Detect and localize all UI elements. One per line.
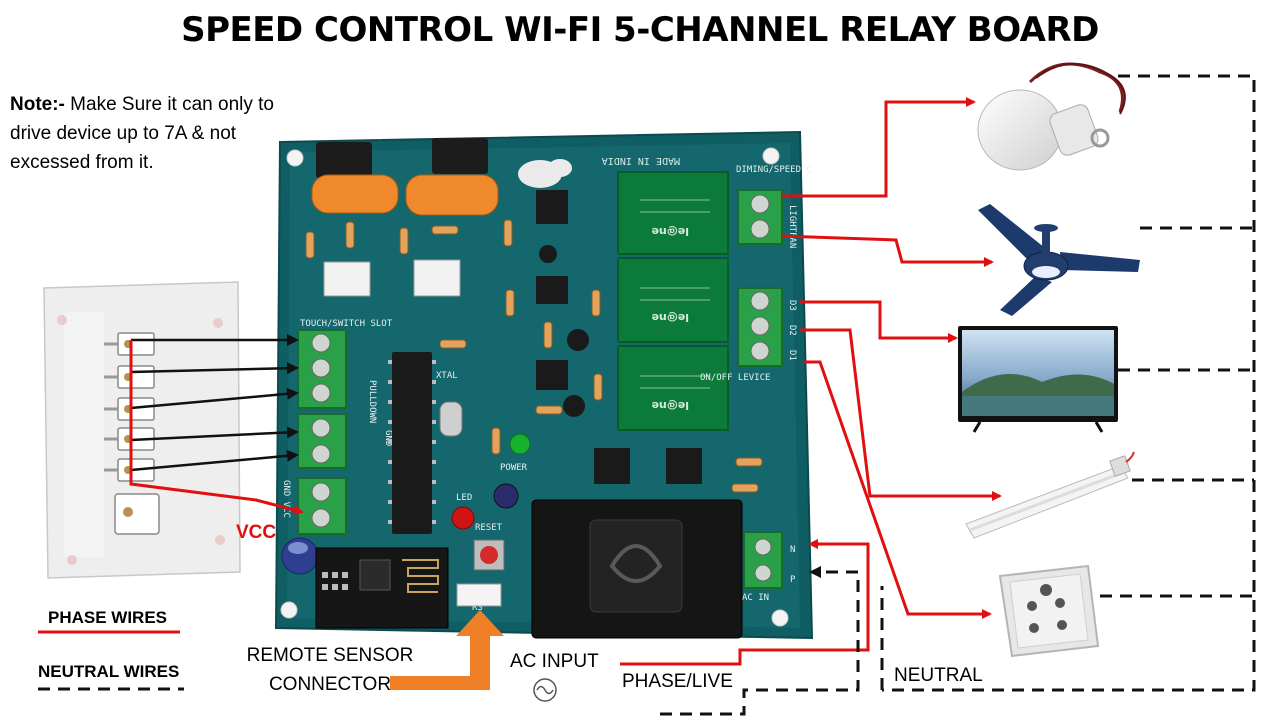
status-led	[451, 506, 475, 530]
switch-wires	[130, 334, 299, 472]
xtal-label: XTAL	[436, 371, 458, 381]
neutral-wires	[660, 74, 1256, 716]
note-text: Note:- Make Sure it can only to drive de…	[10, 90, 285, 177]
wifi-module	[315, 547, 449, 629]
relay-brand-1: le@ne	[651, 225, 689, 238]
remote-sensor-arrow	[390, 610, 504, 690]
input-terminals	[297, 329, 347, 535]
d3-label: D3	[787, 300, 797, 311]
fan-label: FAN	[787, 232, 797, 248]
d2-label: D2	[787, 325, 797, 336]
output-terminals	[737, 189, 783, 367]
legend	[38, 630, 184, 691]
ac-input-label: AC INPUT	[510, 651, 599, 672]
power-label: POWER	[500, 463, 528, 473]
led-label: LED	[456, 493, 472, 503]
ceiling-fan-icon	[978, 204, 1140, 316]
microcontroller-chip	[392, 352, 432, 534]
reset-label: RESET	[475, 523, 503, 533]
note-body: Make Sure it can only to drive device up…	[10, 94, 274, 173]
light-label: LIGHT	[787, 205, 797, 233]
note-prefix: Note:-	[10, 94, 65, 115]
touch-slot-label: TOUCH/SWITCH SLOT	[300, 319, 393, 329]
transformer	[531, 499, 743, 639]
switch-plate	[43, 281, 241, 579]
remote-sensor-connector	[456, 583, 502, 607]
reset-button	[480, 546, 498, 564]
power-socket-icon	[998, 564, 1100, 658]
vcc-wire	[129, 340, 304, 515]
d1-label: D1	[787, 350, 797, 361]
television-icon	[958, 326, 1118, 433]
power-led	[509, 433, 531, 455]
page-title: SPEED CONTROL WI-FI 5-CHANNEL RELAY BOAR…	[181, 10, 1099, 50]
p-label: P	[790, 575, 796, 585]
output-header-label: DIMING/SPEED C	[736, 165, 812, 175]
vcc-label: VCC	[236, 522, 277, 543]
relay-brand-2: le@ne	[651, 311, 689, 324]
ac-in-label: AC IN	[742, 593, 769, 603]
relay-board: MADE IN INDIA le@ne le@ne le@ne	[274, 130, 814, 640]
onoff-label: ON/OFF LEVICE	[700, 373, 770, 383]
relay-modules: le@ne le@ne le@ne	[617, 171, 729, 431]
ac-symbol-icon	[533, 678, 557, 702]
tube-light-icon	[965, 451, 1135, 539]
pulldown-label: PULLDOWN	[367, 380, 377, 423]
light-bulb-icon	[977, 62, 1126, 171]
phase-wires	[620, 97, 1002, 666]
n-label: N	[790, 545, 795, 555]
remote-sensor-label: REMOTE SENSOR CONNECTOR	[240, 641, 420, 699]
phase-live-label: PHASE/LIVE	[622, 671, 733, 692]
made-in-label: MADE IN INDIA	[602, 155, 680, 166]
relay-brand-3: le@ne	[651, 399, 689, 412]
neutral-label: NEUTRAL	[894, 665, 983, 686]
board-logo	[518, 159, 572, 188]
gnd-vcc-label: GND VCC	[281, 480, 291, 518]
remote-sensor-text: REMOTE SENSOR CONNECTOR	[246, 645, 414, 695]
rs-label: RS	[472, 603, 483, 613]
gnd-label: GND	[383, 430, 393, 446]
neutral-wires-legend: NEUTRAL WIRES	[38, 662, 180, 681]
phase-wires-legend: PHASE WIRES	[48, 608, 168, 627]
crystal-oscillator	[439, 401, 463, 437]
